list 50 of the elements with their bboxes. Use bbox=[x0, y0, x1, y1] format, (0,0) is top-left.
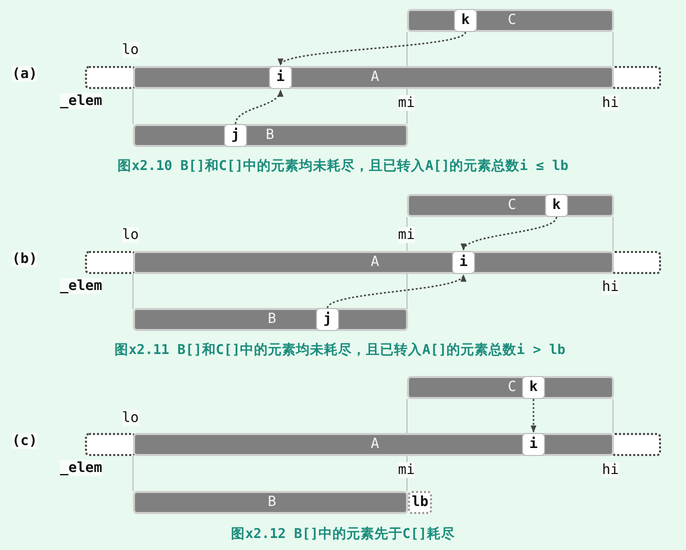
panel-label: _elem bbox=[60, 278, 102, 294]
figure-caption: 图x2.10 B[]和C[]中的元素均未耗尽，且已转入A[]的元素总数i ≤ lb bbox=[118, 157, 568, 175]
dotted-arrow bbox=[326, 274, 464, 308]
array-name: C bbox=[508, 196, 516, 215]
panel-label: _elem bbox=[60, 460, 102, 476]
array-bar bbox=[133, 308, 408, 331]
index-label: lo bbox=[122, 410, 139, 426]
index-label: lo bbox=[122, 42, 139, 58]
array-bar bbox=[133, 124, 408, 147]
array-name: B bbox=[268, 310, 276, 329]
index-cell: k bbox=[545, 194, 568, 217]
array-bar bbox=[133, 251, 614, 274]
index-cell: lb bbox=[408, 491, 432, 514]
index-label: hi bbox=[602, 279, 619, 295]
figure-caption: 图x2.12 B[]中的元素先于C[]耗尽 bbox=[231, 525, 455, 543]
panel-label: _elem bbox=[60, 93, 102, 109]
array-name: B bbox=[268, 493, 276, 512]
array-name: C bbox=[508, 11, 516, 30]
panel-label: (c) bbox=[12, 433, 38, 449]
array-name: C bbox=[508, 378, 516, 397]
array-bar bbox=[133, 491, 408, 514]
figure-caption: 图x2.11 B[]和C[]中的元素均未耗尽，且已转入A[]的元素总数i > lb bbox=[114, 341, 566, 359]
array-bar bbox=[133, 66, 614, 89]
index-label: mi bbox=[398, 227, 415, 243]
array-bar bbox=[133, 433, 614, 456]
index-cell: k bbox=[522, 376, 545, 399]
dotted-arrow bbox=[234, 89, 282, 124]
dotted-arrow bbox=[530, 399, 536, 433]
index-cell: j bbox=[224, 124, 247, 147]
index-cell: i bbox=[452, 251, 475, 274]
index-cell: i bbox=[269, 66, 292, 89]
index-cell: k bbox=[454, 9, 477, 32]
dotted-arrow bbox=[280, 31, 466, 66]
array-bar bbox=[407, 376, 614, 399]
panel-label: (b) bbox=[12, 251, 38, 267]
array-name: A bbox=[370, 68, 380, 87]
index-label: hi bbox=[602, 95, 619, 111]
dotted-arrow bbox=[462, 216, 558, 251]
index-label: mi bbox=[398, 95, 415, 111]
array-bar bbox=[407, 194, 614, 217]
panel-label: (a) bbox=[12, 66, 38, 82]
array-bar bbox=[407, 9, 614, 32]
array-name: A bbox=[370, 435, 380, 454]
index-label: hi bbox=[602, 462, 619, 478]
index-cell: i bbox=[522, 433, 545, 456]
array-name: A bbox=[370, 253, 380, 272]
index-label: lo bbox=[122, 227, 139, 243]
index-cell: j bbox=[316, 308, 339, 331]
array-name: B bbox=[266, 126, 274, 145]
index-label: mi bbox=[398, 462, 415, 478]
